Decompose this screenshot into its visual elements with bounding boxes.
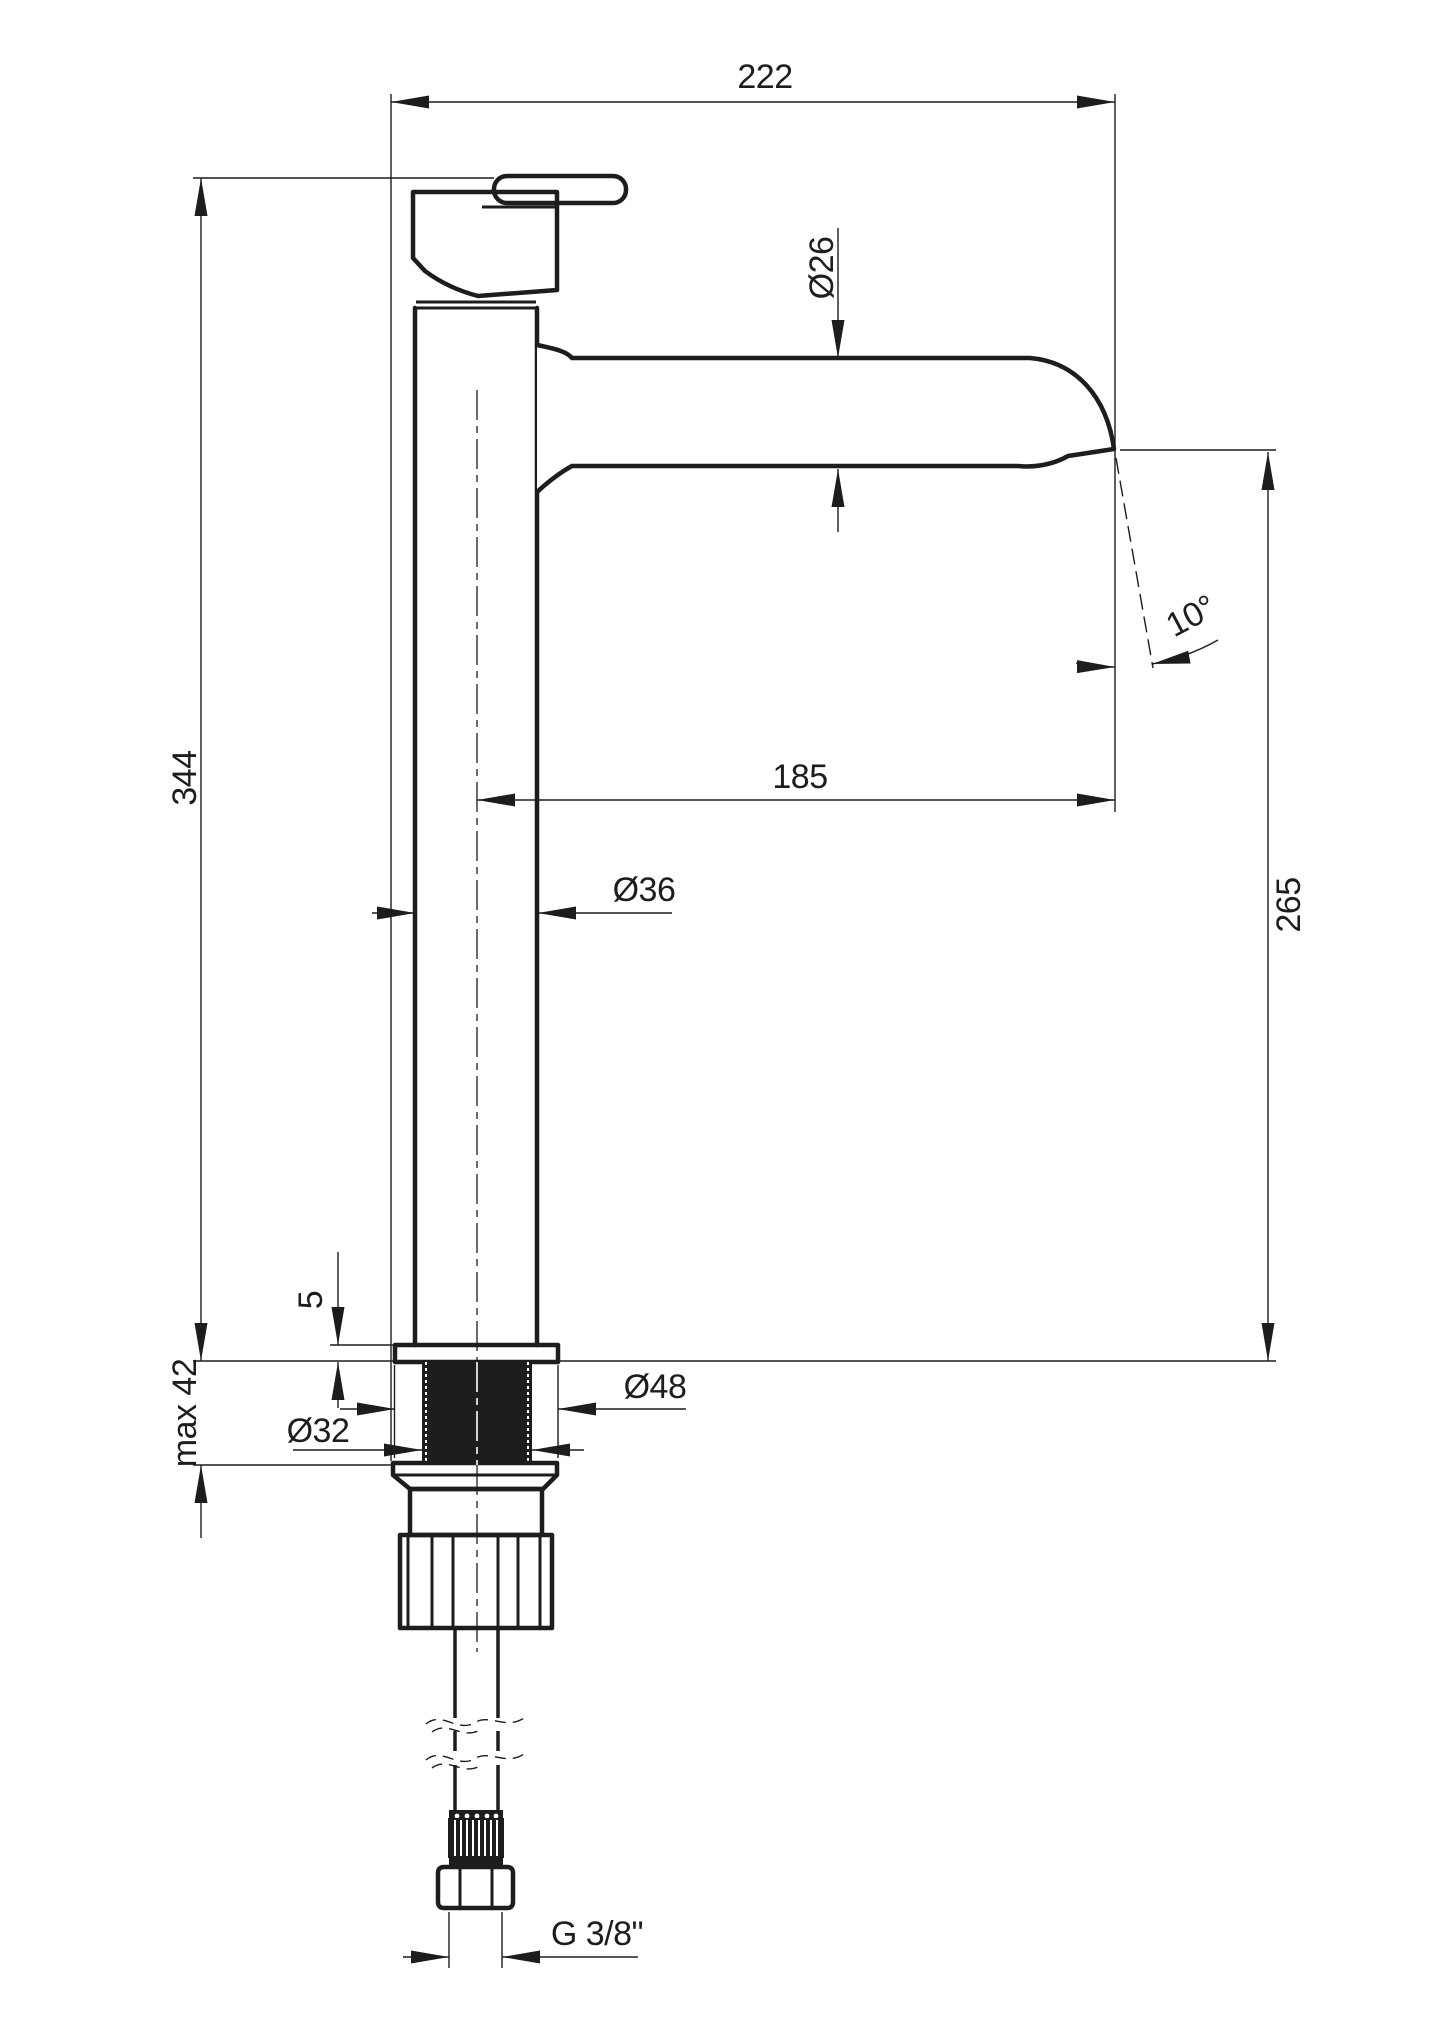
angle-reference-line [1115,457,1154,669]
hose-crimp-beads [454,1813,499,1819]
dimension-flange-diameter: Ø48 [340,1365,687,1458]
angle-arc-left [1075,660,1116,674]
spout-fill [537,345,1114,492]
supply-rod [453,1628,500,1812]
spacer-sleeve [407,1486,545,1538]
break-lines [425,1717,525,1770]
dimension-shank-diameter: Ø32 [287,1412,584,1457]
dimension-outlet-angle: 10° [1075,457,1222,674]
dimension-connection-thread: G 3/8" [403,1912,644,1968]
dim-spout-reach-label: 185 [772,758,827,796]
dim-outlet-height-label: 265 [1270,877,1308,932]
spout-outline [534,342,1117,495]
dimension-spout-reach: 185 [477,758,1115,807]
hex-nut [435,1864,516,1911]
mounting-nut [397,1532,555,1631]
hose-crimp-band-bottom [449,1857,503,1867]
dim-flange-diameter-label: Ø48 [624,1368,687,1406]
dimension-outlet-height: 265 [1120,449,1308,1361]
dim-total-height-label: 344 [166,750,204,805]
dimension-total-width: 222 [390,58,1116,1461]
dim-mounting-thickness-label: max 42 [166,1359,204,1468]
dimension-plate-thickness: 5 [292,1252,393,1408]
dim-spout-diameter-label: Ø26 [803,237,841,300]
dim-outlet-angle-label: 10° [1160,588,1222,645]
dimension-spout-diameter: Ø26 [803,228,845,532]
handle-housing [410,189,560,299]
dimension-body-diameter: Ø36 [372,871,676,920]
angle-arc-right [1151,639,1219,665]
dimension-mounting-thickness: max 42 [166,1359,1276,1538]
dimension-total-height: 344 [166,177,494,1361]
handle-lever [491,173,629,206]
mounting-nut-ribs [406,1535,542,1628]
dim-shank-diameter-label: Ø32 [287,1412,350,1450]
faucet-body [390,173,1117,1911]
dim-total-width-label: 222 [737,58,792,96]
dim-connection-thread-label: G 3/8" [551,1915,643,1953]
hose-braid [448,1818,504,1858]
dim-plate-thickness-label: 5 [292,1291,330,1309]
dim-body-diameter-label: Ø36 [613,871,676,909]
